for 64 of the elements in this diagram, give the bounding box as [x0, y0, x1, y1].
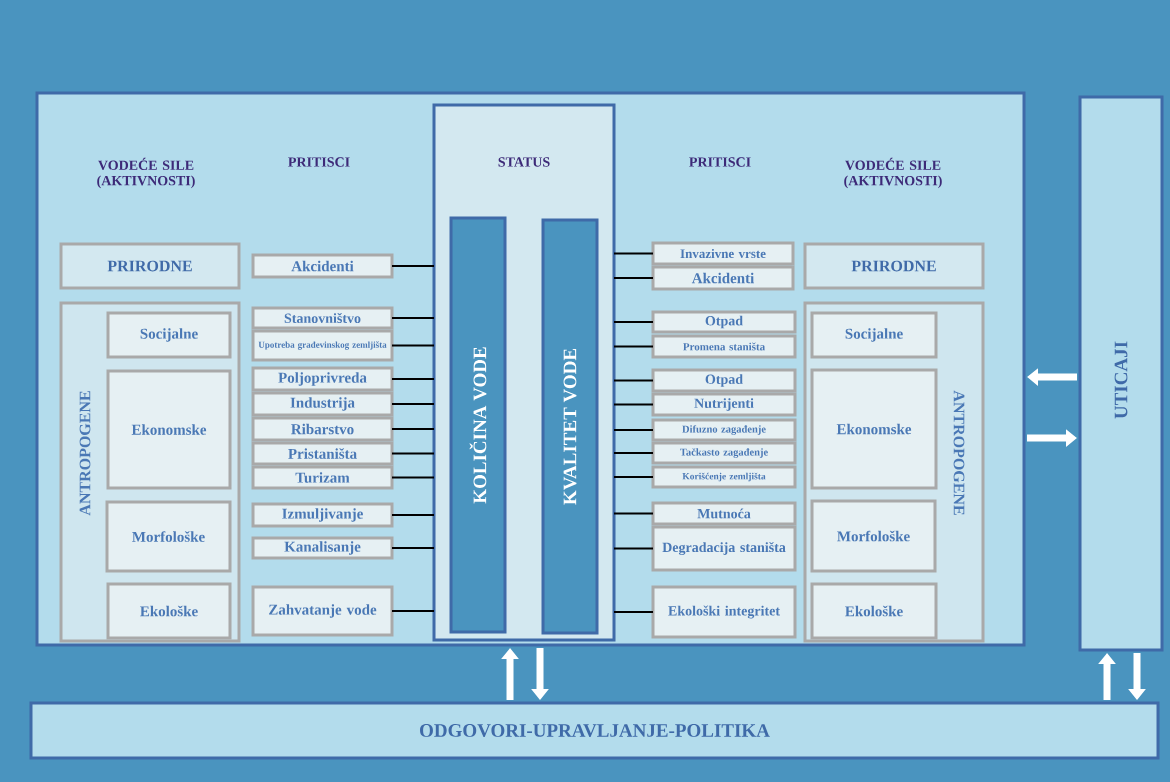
connector-line	[614, 403, 653, 406]
connector-line	[392, 316, 434, 320]
responses-bar: ODGOVORI-UPRAVLJANJE-POLITIKA	[29, 701, 1160, 760]
pressure-box: Socijalne	[810, 311, 938, 359]
pressure-box: Upotreba građevinskog zemljišta	[251, 329, 394, 362]
column-heading: PRITISCI	[288, 157, 350, 167]
water-bar: KOLIČINA VODE	[449, 216, 507, 634]
connector-line	[392, 546, 434, 550]
pressure-box: Ekološke	[810, 582, 938, 640]
pressure-box: Izmuljivanje	[251, 502, 394, 528]
connector-line	[392, 377, 434, 381]
column-heading: VODEĆE SILE (AKTIVNOSTI)	[844, 157, 942, 189]
connector-line	[614, 379, 653, 382]
pressure-box: Turizam	[251, 465, 394, 490]
pressure-box: Otpad	[651, 368, 797, 393]
pressure-box: Socijalne	[106, 311, 232, 359]
connector-line	[614, 428, 653, 432]
pressure-box: Akcidenti	[651, 265, 795, 291]
connector-line	[392, 427, 434, 431]
column-heading: PRITISCI	[689, 157, 751, 167]
pressure-box: Morfološke	[105, 500, 232, 573]
connector-line	[614, 547, 653, 550]
pressure-box: Ribarstvo	[251, 416, 394, 442]
connector-line	[392, 264, 434, 268]
column-heading: VODEĆE SILE (AKTIVNOSTI)	[97, 157, 195, 189]
pressure-box: Ekonomske	[106, 369, 232, 490]
pressure-box: Korišćenje zemljišta	[651, 465, 797, 489]
pressure-box: Ekološke	[106, 582, 232, 640]
pressure-box: Akcidenti	[251, 253, 394, 279]
pressure-box: Ekonomske	[810, 368, 938, 490]
pressure-box: Kanalisanje	[251, 536, 394, 560]
connector-line	[614, 252, 653, 255]
connector-line	[392, 452, 434, 455]
connector-line	[392, 344, 434, 347]
pressure-box: Ekološki integritet	[651, 585, 797, 639]
pressure-box: Pristaništa	[251, 441, 394, 466]
pressure-box: Otpad	[651, 310, 797, 334]
connector-line	[614, 345, 653, 348]
category-box: PRIRODNE	[803, 242, 985, 290]
connector-line	[614, 512, 653, 515]
connector-line	[614, 475, 653, 479]
pressure-box: Degradacija staništa	[651, 525, 797, 572]
pressure-box: Nutrijenti	[651, 392, 797, 417]
pressure-box: Difuzno zagađenje	[651, 418, 797, 442]
connector-line	[392, 402, 434, 406]
pressure-box: Tačkasto zagađenje	[651, 441, 797, 465]
connector-line	[392, 609, 434, 613]
pressure-box: Industrija	[251, 391, 394, 417]
connector-line	[392, 513, 434, 517]
connector-line	[614, 610, 653, 614]
pressure-box: Zahvatanje vode	[251, 585, 394, 637]
pressure-box: Morfološke	[810, 499, 937, 573]
pressure-box: Stanovništvo	[251, 306, 394, 330]
connector-line	[614, 276, 653, 280]
connector-line	[392, 476, 434, 479]
water-bar: KVALITET VODE	[541, 218, 599, 635]
pressure-box: Poljoprivreda	[251, 366, 394, 392]
pressure-box: Invazivne vrste	[651, 241, 795, 266]
category-box: PRIRODNE	[59, 242, 241, 290]
connector-line	[614, 451, 653, 455]
pressure-box: Promena staništa	[651, 334, 797, 359]
impacts-bar: UTICAJI	[1078, 95, 1164, 652]
pressure-box: Mutnoća	[651, 501, 797, 526]
connector-line	[614, 320, 653, 324]
